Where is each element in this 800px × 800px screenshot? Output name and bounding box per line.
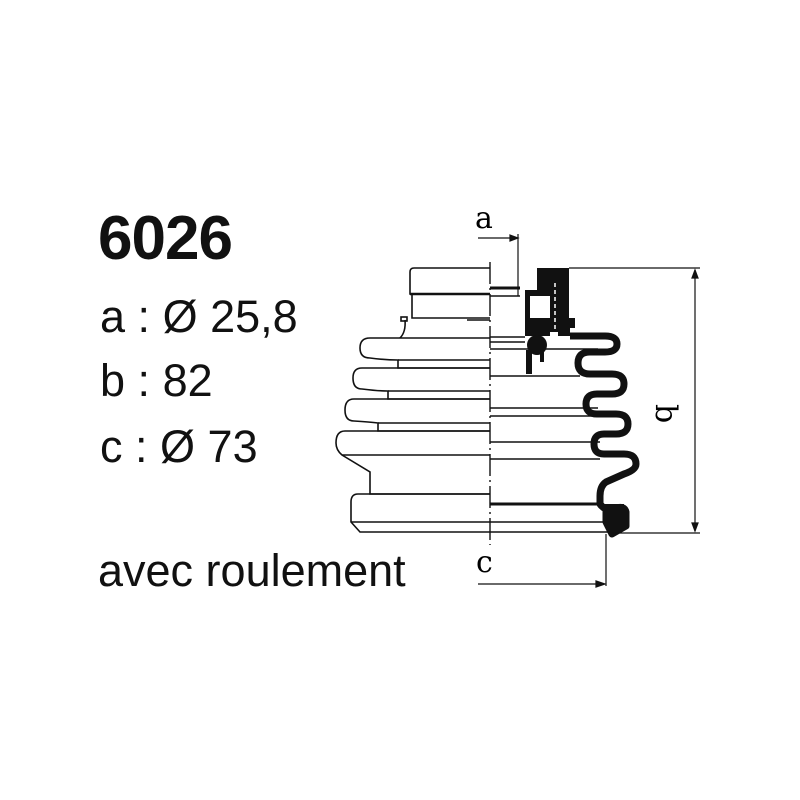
spec-b-separator: :: [137, 355, 151, 406]
spec-a: a : Ø 25,8: [100, 294, 298, 339]
spec-b: b : 82: [100, 358, 213, 403]
spec-b-key: b: [100, 355, 126, 406]
spec-b-value: 82: [162, 355, 213, 406]
dimension-b: [569, 267, 700, 534]
spec-c-value: Ø 73: [160, 421, 258, 472]
dimension-c-label: c: [476, 545, 493, 580]
dimension-b-label: b: [648, 404, 683, 423]
boot-interior-lines: [490, 286, 600, 506]
bearing-seal-section: [525, 268, 575, 374]
boot-lip: [604, 504, 624, 534]
part-number: 6026: [98, 204, 233, 273]
spec-a-separator: :: [137, 291, 151, 342]
spec-c: c : Ø 73: [100, 424, 258, 469]
spec-a-key: a: [100, 291, 126, 342]
spec-c-key: c: [100, 421, 123, 472]
spec-a-value: Ø 25,8: [162, 291, 298, 342]
bearing-note: avec roulement: [98, 545, 406, 596]
dimension-a: [478, 234, 520, 296]
spec-c-separator: :: [135, 421, 148, 472]
boot-left-profile: [335, 267, 610, 533]
dimension-c: [478, 534, 607, 588]
bellows-section: [570, 332, 640, 538]
dimension-a-label: a: [475, 201, 493, 236]
